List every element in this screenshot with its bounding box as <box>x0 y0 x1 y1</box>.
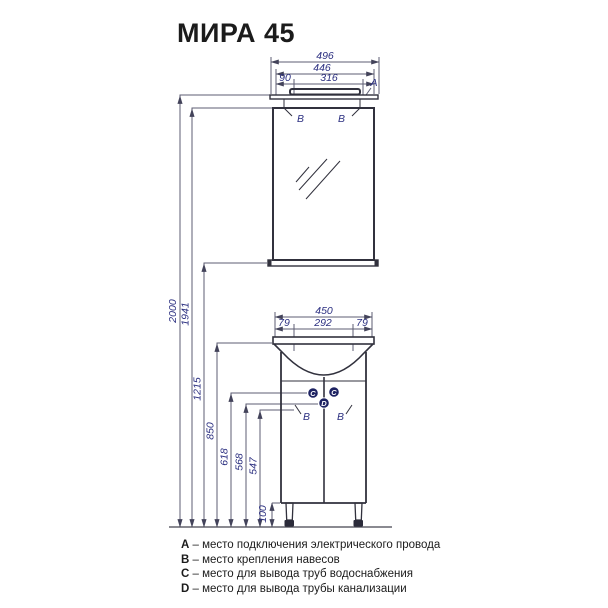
drain-marker <box>318 397 330 409</box>
mirror-hinge-label-left: B <box>297 113 304 125</box>
vanity-hinge-label-left: B <box>303 411 310 423</box>
leg-foot-left <box>284 520 294 527</box>
power-point-label: A <box>369 77 377 89</box>
legend-item-d: D – место для вывода трубы канализации <box>181 582 440 597</box>
washbasin-bowl <box>273 343 374 376</box>
height-dim-568: 568 <box>234 453 246 471</box>
power-leader-line <box>365 87 372 96</box>
height-line-1941 <box>189 107 277 528</box>
legend: A – место подключения электрического про… <box>181 538 440 596</box>
vanity-hinge-label-right: B <box>337 411 344 423</box>
leg-foot-right <box>353 520 363 527</box>
hatch-stroke <box>305 160 341 200</box>
mirror-dim-90: 90 <box>279 72 291 84</box>
height-line-1215 <box>201 262 267 528</box>
dimension-lines <box>177 57 380 528</box>
legend-item-c: C – место для вывода труб водоснабжения <box>181 567 440 582</box>
dimension-labels: 496 446 90 316 A B B 450 79 292 79 B B 2… <box>167 50 378 523</box>
legend-text-c: – место для вывода труб водоснабжения <box>192 568 413 581</box>
height-dim-1215: 1215 <box>192 377 204 401</box>
leg-dim-100: 100 <box>257 505 269 523</box>
leg-left <box>285 502 294 521</box>
legend-key-b: B <box>181 553 190 566</box>
water-supply-marker-left <box>307 387 319 399</box>
legend-item-b: B – место крепления навесов <box>181 553 440 568</box>
mirror-top-board <box>269 94 379 100</box>
height-line-850 <box>214 342 272 528</box>
legend-text-a: – место подключения электрического прово… <box>192 539 441 551</box>
water-marker-left-label: C <box>310 389 316 398</box>
legend-item-a: A – место подключения электрического про… <box>181 538 440 553</box>
legend-text-b: – место крепления навесов <box>192 553 340 566</box>
height-line-2000 <box>177 94 270 528</box>
legend-key-a: A <box>181 539 190 551</box>
height-line-547 <box>257 409 294 528</box>
height-dim-547: 547 <box>248 456 260 475</box>
mirror-box <box>272 107 375 261</box>
vanity-dim-292: 292 <box>313 317 332 329</box>
shelf-end-cap-left <box>268 260 272 266</box>
shelf-end-cap-right <box>374 260 378 266</box>
mirror-glass-hatch <box>295 158 341 200</box>
water-supply-marker-right <box>328 386 340 398</box>
mirror-hinge-leader-right <box>351 99 361 117</box>
hatch-stroke <box>295 166 310 183</box>
vanity-dim-450: 450 <box>315 305 333 317</box>
drain-marker-label: D <box>321 399 327 408</box>
hatch-stroke <box>298 158 328 191</box>
mirror-hinge-label-right: B <box>338 113 345 125</box>
height-dim-850: 850 <box>205 422 217 440</box>
mirror-dim-496: 496 <box>316 50 334 62</box>
page-title: МИРА 45 <box>177 18 296 48</box>
height-dim-1941: 1941 <box>180 302 192 325</box>
legend-key-d: D <box>181 582 190 595</box>
vanity-dim-79-left: 79 <box>278 317 290 329</box>
mirror-dim-316: 316 <box>320 72 338 84</box>
connection-markers: C C D <box>307 386 340 409</box>
mirror-cabinet <box>267 88 379 267</box>
height-dim-618: 618 <box>219 448 231 466</box>
vanity-dim-79-right: 79 <box>356 317 368 329</box>
mirror-hinge-leader-left <box>283 99 293 117</box>
legend-key-c: C <box>181 568 190 581</box>
vanity-hinge-leader-left <box>294 404 302 415</box>
water-marker-right-label: C <box>331 388 337 397</box>
vanity-hinge-leader-right <box>345 404 353 415</box>
height-line-568 <box>243 403 318 528</box>
vanity-unit <box>272 336 375 527</box>
height-dim-2000: 2000 <box>167 299 179 324</box>
mirror-dim-446: 446 <box>313 62 331 74</box>
leg-right <box>354 502 363 521</box>
washbasin-rim <box>272 336 375 345</box>
legend-text-d: – место для вывода трубы канализации <box>192 582 407 595</box>
light-fixture <box>289 88 361 96</box>
